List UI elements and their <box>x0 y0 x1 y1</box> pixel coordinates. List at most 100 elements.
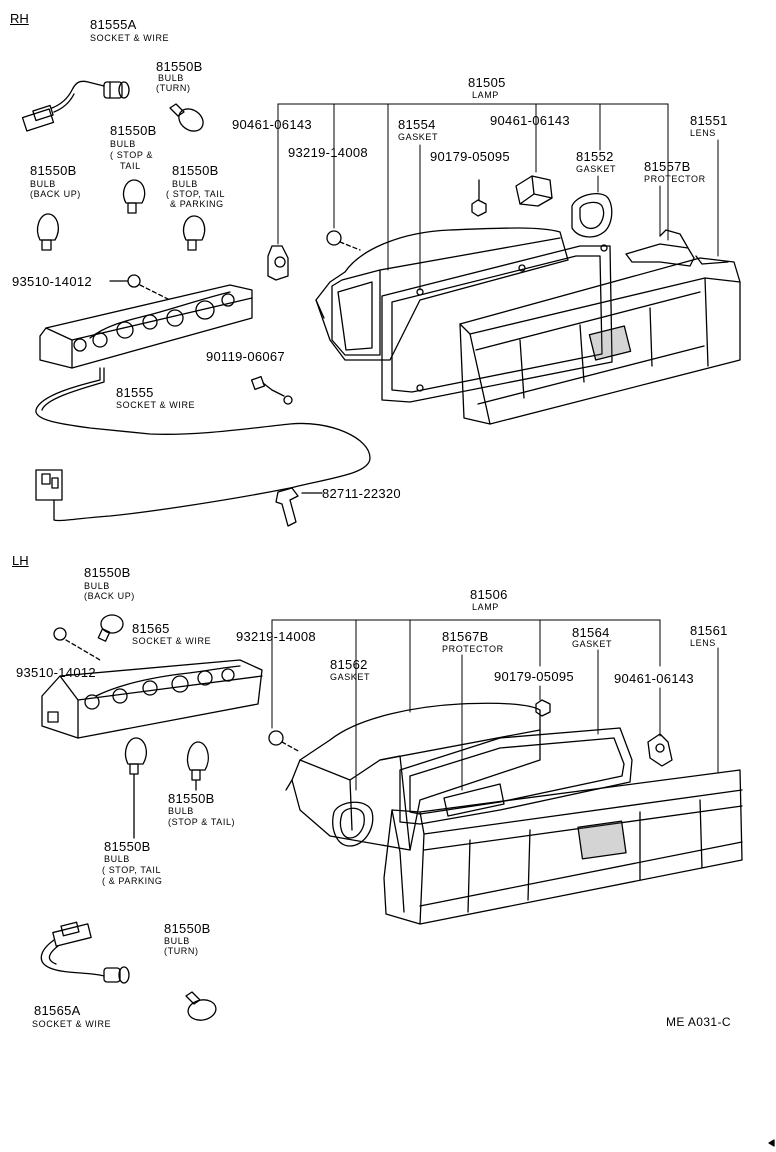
gasket-81564-drawing <box>400 728 632 824</box>
lens-81551-drawing <box>460 256 740 424</box>
part-81550b-park-rh-desc1: BULB <box>172 179 198 189</box>
part-81551-number: 81551 <box>690 113 728 128</box>
nut-90179-lh-drawing <box>536 700 550 716</box>
part-81550b-backup-lh-desc1: BULB <box>84 581 110 591</box>
part-90461-rh-b-number: 90461-06143 <box>490 113 570 128</box>
part-81550b-turn-rh-desc2: (TURN) <box>156 83 191 93</box>
socket-bar-rh-drawing <box>40 285 252 368</box>
part-90179-rh-number: 90179-05095 <box>430 149 510 164</box>
part-81550b-backup-rh-desc1: BULB <box>30 179 56 189</box>
part-81550b-stoptail-lh-number: 81550B <box>168 791 215 806</box>
protector-81567b-drawing <box>444 784 504 816</box>
part-93510-lh-number: 93510-14012 <box>16 665 96 680</box>
section-rh-label: RH <box>10 11 29 26</box>
part-81562-desc: GASKET <box>330 672 371 682</box>
part-81550b-stoptail-lh-desc2: (STOP & TAIL) <box>168 817 236 827</box>
part-82711-number: 82711-22320 <box>322 486 401 501</box>
part-81552-number: 81552 <box>576 149 614 164</box>
part-90119-number: 90119-06067 <box>206 349 285 364</box>
screw-93510-rh-symbol <box>128 275 140 287</box>
part-81555a-desc: SOCKET & WIRE <box>90 33 170 43</box>
screw-93510-lh-symbol <box>54 628 66 640</box>
corner-mark <box>769 1140 774 1146</box>
part-81550b-turn-lh-desc2: (TURN) <box>164 946 199 956</box>
gasket-81552-drawing <box>572 194 612 237</box>
part-81506-desc: LAMP <box>472 602 499 612</box>
part-81550b-park-rh-desc3: & PARKING <box>170 199 224 209</box>
part-81550b-turn-lh-number: 81550B <box>164 921 211 936</box>
part-81506-number: 81506 <box>470 587 508 602</box>
section-lh-label: LH <box>12 553 29 568</box>
part-90461-rh-a-number: 90461-06143 <box>232 117 312 132</box>
part-81552-desc: GASKET <box>576 164 617 174</box>
bulb-turn-rh-drawing <box>170 104 207 136</box>
connector-81555-drawing <box>36 470 62 500</box>
screw-93219-rh-symbol <box>327 231 341 245</box>
part-81561-number: 81561 <box>690 623 728 638</box>
part-81565a-desc: SOCKET & WIRE <box>32 1019 112 1029</box>
gasket-81562-drawing <box>333 802 373 846</box>
ground-90119-drawing <box>252 377 292 404</box>
part-81550b-turn-rh-number: 81550B <box>156 59 203 74</box>
part-81550b-stoptail-rh-desc3: TAIL <box>120 161 141 171</box>
socket-wire-81555a-drawing <box>23 81 129 131</box>
wire-81555-drawing <box>36 368 370 521</box>
part-81550b-backup-lh-desc2: (BACK UP) <box>84 591 135 601</box>
bulb-turn-lh-drawing <box>186 992 218 1022</box>
lamp-housing-rh-drawing <box>316 228 568 360</box>
part-81555a-number: 81555A <box>90 17 137 32</box>
part-81550b-park-lh-number: 81550B <box>104 839 151 854</box>
part-81550b-backup-lh-number: 81550B <box>84 565 131 580</box>
bulb-park-rh-drawing <box>184 216 205 250</box>
part-81550b-park-rh-desc2: ( STOP, TAIL <box>166 189 226 199</box>
part-81505-number: 81505 <box>468 75 506 90</box>
part-81550b-turn-lh-desc1: BULB <box>164 936 190 946</box>
part-81557b-number: 81557B <box>644 159 691 174</box>
part-81505-desc: LAMP <box>472 90 499 100</box>
part-81555-number: 81555 <box>116 385 154 400</box>
part-81554-desc: GASKET <box>398 132 439 142</box>
bulb-stoptail-lh-drawing <box>188 742 209 790</box>
part-81550b-backup-rh-desc2: (BACK UP) <box>30 189 81 199</box>
bulb-stoptail-rh-drawing <box>124 180 145 213</box>
part-81567b-desc: PROTECTOR <box>442 644 504 654</box>
part-81550b-stoptail-lh-desc1: BULB <box>168 806 194 816</box>
part-81550b-turn-rh-desc1: BULB <box>158 73 184 83</box>
nut-90179-rh-drawing <box>472 180 486 216</box>
bulb-backup-rh-drawing <box>38 214 59 250</box>
part-93219-lh-number: 93219-14008 <box>236 629 316 644</box>
socket-bar-lh-drawing <box>42 660 262 738</box>
part-81565-desc: SOCKET & WIRE <box>132 636 212 646</box>
lens-81561-drawing <box>384 770 742 924</box>
part-90461-lh-number: 90461-06143 <box>614 671 694 686</box>
part-81562-number: 81562 <box>330 657 368 672</box>
part-81565-number: 81565 <box>132 621 170 636</box>
clamp-82711-drawing <box>276 488 322 526</box>
part-81550b-stoptail-rh-desc1: BULB <box>110 139 136 149</box>
part-81550b-park-lh-desc1: BULB <box>104 854 130 864</box>
part-81565a-number: 81565A <box>34 1003 81 1018</box>
screw-93219-lh-symbol <box>269 731 283 745</box>
part-93510-rh-number: 93510-14012 <box>12 274 92 289</box>
part-81550b-park-lh-desc2: ( STOP, TAIL <box>102 865 162 875</box>
part-93219-rh-number: 93219-14008 <box>288 145 368 160</box>
part-81564-number: 81564 <box>572 625 610 640</box>
part-81550b-stoptail-rh-number: 81550B <box>110 123 157 138</box>
part-81554-number: 81554 <box>398 117 436 132</box>
diagram-code: ME A031-C <box>666 1015 731 1029</box>
gasket-81554-drawing <box>382 245 612 402</box>
part-81567b-number: 81567B <box>442 629 489 644</box>
bulb-park-lh-drawing <box>126 738 147 838</box>
part-81551-desc: LENS <box>690 128 716 138</box>
leader-lines-lh <box>272 620 718 790</box>
part-81564-desc: GASKET <box>572 639 613 649</box>
clip-90461-lh-drawing <box>648 734 672 766</box>
bulb-backup-lh-drawing <box>98 615 123 641</box>
lamp-housing-lh-drawing <box>286 703 540 850</box>
clip-90461-rh-left-drawing <box>268 246 288 280</box>
clip-90461-rh-right-drawing <box>516 176 552 206</box>
part-81550b-park-lh-desc3: ( & PARKING <box>102 876 163 886</box>
part-90179-lh-number: 90179-05095 <box>494 669 574 684</box>
